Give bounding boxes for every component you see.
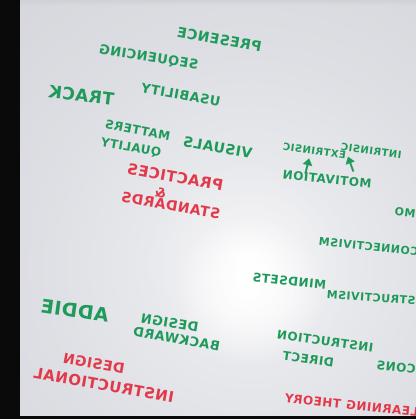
light-glare <box>175 215 325 365</box>
word-mo: MO <box>393 204 416 221</box>
whiteboard-edge <box>20 0 416 6</box>
